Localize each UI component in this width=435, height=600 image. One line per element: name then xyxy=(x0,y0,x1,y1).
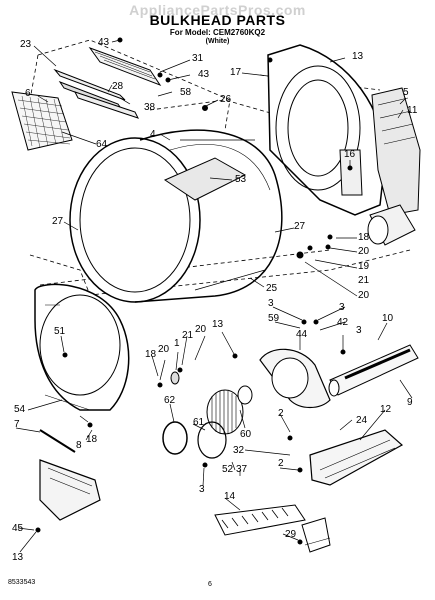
lint-screen-left xyxy=(11,91,73,151)
callout-11: 11 xyxy=(407,105,418,116)
watermark: AppliancePartsPros.com xyxy=(129,2,306,18)
callout-64: 64 xyxy=(96,139,108,150)
document-number: 8533543 xyxy=(8,579,36,586)
callout-5: 5 xyxy=(403,87,409,98)
rear-bulkhead xyxy=(267,44,386,216)
motor-shaft xyxy=(344,348,411,380)
callout-21: 21 xyxy=(358,275,370,286)
callout-2: 2 xyxy=(278,458,284,469)
callout-54: 54 xyxy=(14,404,26,415)
callout-3: 3 xyxy=(199,484,205,495)
callout-18: 18 xyxy=(145,349,157,360)
callout-18: 18 xyxy=(86,434,98,445)
callout-12: 12 xyxy=(380,404,392,415)
color-line: (White) xyxy=(205,38,230,45)
callout-45: 45 xyxy=(12,523,24,534)
callout-24: 24 xyxy=(356,415,368,426)
callout-18: 18 xyxy=(358,232,370,243)
seals xyxy=(162,371,227,459)
callout-2: 2 xyxy=(278,408,284,419)
rear-duct xyxy=(367,204,416,246)
callout-20: 20 xyxy=(195,324,207,335)
callout-25: 25 xyxy=(266,283,278,294)
front-bulkhead xyxy=(34,283,130,411)
leader-lines xyxy=(15,39,413,553)
callout-6: 6 xyxy=(25,88,31,99)
screws xyxy=(35,37,353,545)
blower-wheel xyxy=(206,385,253,435)
callout-17: 17 xyxy=(230,67,242,78)
lower-exhaust-duct xyxy=(309,429,404,486)
callout-8: 8 xyxy=(76,440,82,451)
callout-20: 20 xyxy=(358,246,370,257)
callout-13: 13 xyxy=(352,51,364,62)
heater-element xyxy=(214,504,306,536)
callout-13: 13 xyxy=(12,552,24,563)
callout-58: 58 xyxy=(180,87,192,98)
callout-28: 28 xyxy=(112,81,124,92)
callout-61: 61 xyxy=(193,417,205,428)
callout-43: 43 xyxy=(98,37,110,48)
callout-44: 44 xyxy=(296,329,308,340)
callout-60: 60 xyxy=(240,429,252,440)
callout-7: 7 xyxy=(14,419,20,430)
callout-13: 13 xyxy=(212,319,224,330)
callout-52: 52 xyxy=(222,464,234,475)
callout-51: 51 xyxy=(54,326,66,337)
callout-20: 20 xyxy=(358,290,370,301)
blower-housing xyxy=(259,348,331,409)
callout-59: 59 xyxy=(268,313,280,324)
front-duct xyxy=(39,459,101,521)
callout-1: 1 xyxy=(174,338,180,349)
lint-screen-top xyxy=(53,46,162,119)
callout-43: 43 xyxy=(198,69,210,80)
callout-26: 26 xyxy=(220,94,232,105)
callout-4: 4 xyxy=(150,129,156,140)
callout-23: 23 xyxy=(20,39,32,50)
callout-16: 16 xyxy=(344,149,356,160)
callout-14: 14 xyxy=(224,491,236,502)
callout-20: 20 xyxy=(158,344,170,355)
callout-19: 19 xyxy=(358,261,370,272)
callout-53: 53 xyxy=(235,174,247,185)
model-line: For Model: CEM2760KQ2 xyxy=(169,28,266,37)
callout-3: 3 xyxy=(339,302,345,313)
belt-strip xyxy=(39,429,76,453)
drum xyxy=(69,129,283,303)
page-number: 6 xyxy=(208,581,212,588)
callout-9: 9 xyxy=(407,397,413,408)
callout-38: 38 xyxy=(144,102,156,113)
callout-31: 31 xyxy=(192,53,204,64)
callout-27: 27 xyxy=(52,216,64,227)
callout-32: 32 xyxy=(233,445,245,456)
page-title: BULKHEAD PARTS xyxy=(149,12,286,28)
callout-37: 37 xyxy=(236,464,248,475)
callout-62: 62 xyxy=(164,395,176,406)
callout-3: 3 xyxy=(356,325,362,336)
callout-29: 29 xyxy=(285,529,297,540)
callout-3: 3 xyxy=(268,298,274,309)
callout-21: 21 xyxy=(182,330,194,341)
callout-27: 27 xyxy=(294,221,306,232)
callout-42: 42 xyxy=(337,317,349,328)
heater-box xyxy=(371,87,421,216)
bracket xyxy=(301,517,331,553)
callout-10: 10 xyxy=(382,313,394,324)
